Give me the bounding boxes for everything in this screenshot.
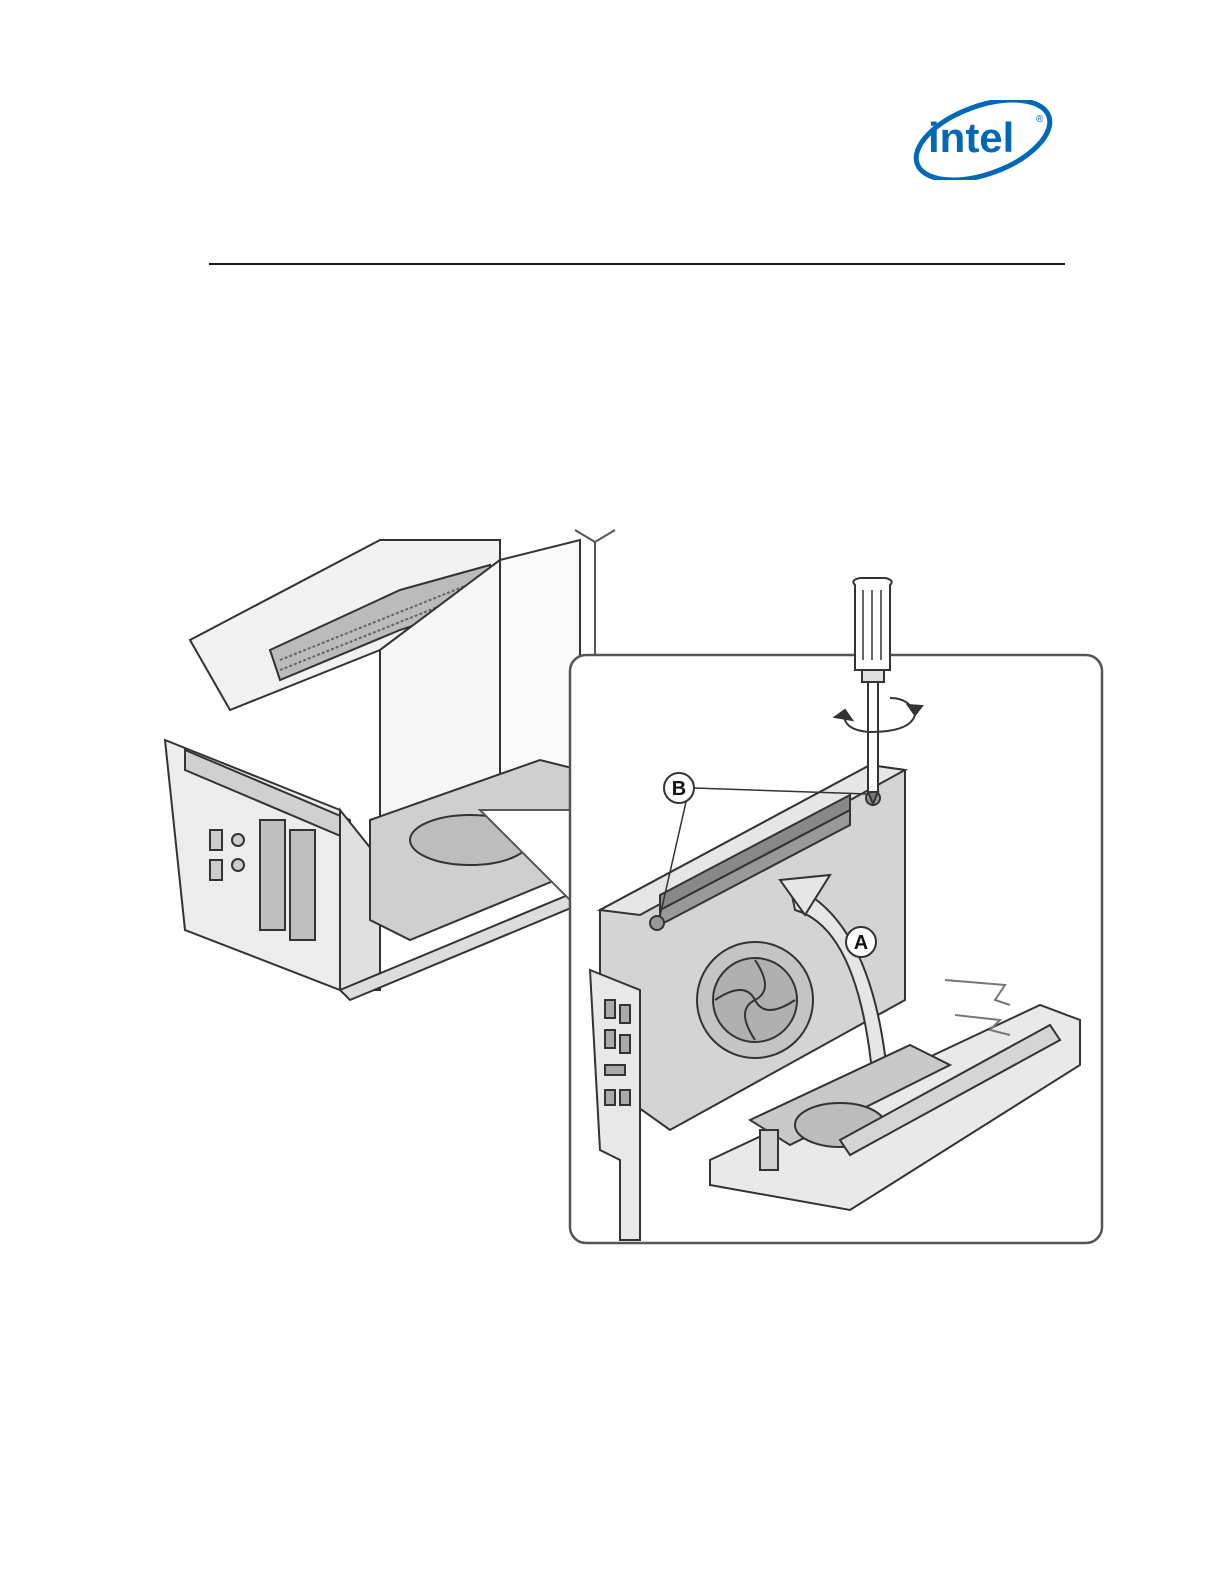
computer-chassis-icon: [165, 540, 590, 1000]
callout-a: A: [846, 927, 876, 957]
header-divider: [209, 263, 1065, 265]
intel-logo-graphic: intel ®: [908, 100, 1058, 180]
registered-mark: ®: [1036, 114, 1044, 125]
intel-logo-wordmark: intel: [928, 114, 1014, 161]
intel-logo: intel ®: [908, 100, 1058, 180]
callout-a-label: A: [854, 932, 868, 954]
installation-illustration: A B: [150, 520, 1120, 1260]
callout-b-label: B: [672, 778, 686, 800]
illustration-canvas: A B: [150, 520, 1120, 1260]
